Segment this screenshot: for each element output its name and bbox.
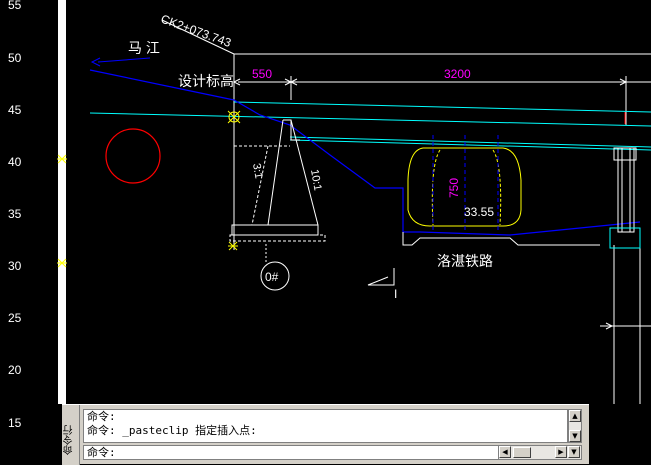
ruler-tick: 15 [8,416,22,430]
scroll-right-button[interactable]: ▶ [555,446,567,458]
command-input-scrollbar[interactable]: ◀ ▶ ▼ [498,445,582,460]
railway-base [402,232,600,246]
red-circle-marker [105,128,161,184]
dimension-550: 550 [252,67,272,81]
point-marker-icon [228,241,238,251]
scroll-left-button[interactable]: ◀ [499,446,511,458]
command-history-scrollbar[interactable]: ▲ ▼ [568,409,582,443]
ruler-tick: 55 [8,0,22,12]
ruler-tick: 45 [8,103,22,117]
ruler-tick: 20 [8,363,22,377]
ruler-tick: 30 [8,259,22,273]
section-label: I [394,287,397,301]
bridge-column [600,147,651,404]
scroll-up-button[interactable]: ▲ [569,410,581,422]
ruler-tick: 25 [8,311,22,325]
design-profile [89,101,651,151]
pier-structure [229,119,395,291]
river-arrow [90,57,151,67]
ground-line [89,69,641,236]
elevation-ruler: 55 50 45 40 35 30 25 20 15 [8,0,67,430]
dimension-3200: 3200 [444,67,471,81]
command-window-handle[interactable]: 命令行 [62,405,80,465]
railway-label: 洛湛铁路 [437,253,493,269]
ruler-bar [58,0,66,404]
elevation-value: 33.55 [464,205,494,219]
dimension-lines [161,19,651,250]
slope-left-label: 3:1 [250,162,264,179]
tunnel-centerlines [432,135,499,230]
command-history-line: 命令: _pasteclip 指定插入点: [87,424,257,437]
command-window[interactable]: 命令行 命令: 命令: _pasteclip 指定插入点: ▲ ▼ 命令: ◀ … [62,404,589,465]
pier-label: 0# [265,270,279,284]
scroll-thumb[interactable] [513,447,531,458]
command-input[interactable]: 命令: [83,445,568,460]
river-label: 马 江 [128,40,160,56]
ruler-tick: 35 [8,207,22,221]
scroll-down-button[interactable]: ▼ [569,430,581,442]
ruler-tick: 40 [8,155,22,169]
ruler-marker [57,154,67,268]
design-elevation-label: 设计标高 [178,73,234,89]
survey-marker-icon [227,110,241,124]
chainage-label: CK2+073.743 [159,12,233,50]
slope-right-label: 10:1 [308,168,324,191]
command-window-title: 命令行 [64,425,75,455]
ruler-tick: 50 [8,51,22,65]
drawing-area-corner [589,404,651,464]
scroll-down-button[interactable]: ▼ [568,446,580,458]
command-history[interactable]: 命令: 命令: _pasteclip 指定插入点: [83,409,568,443]
command-history-line: 命令: [87,410,116,423]
column-cap [609,227,641,249]
dimension-750: 750 [447,178,461,198]
